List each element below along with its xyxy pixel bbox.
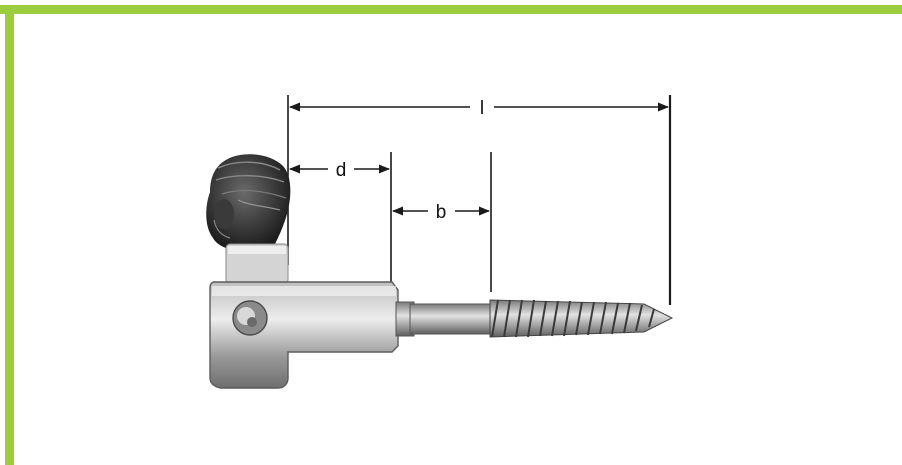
dimension-b-label: b xyxy=(436,202,447,223)
dimension-d: d xyxy=(288,160,391,181)
l-plate xyxy=(209,281,399,389)
extension-lines xyxy=(287,95,672,305)
dimension-b: b xyxy=(391,202,491,223)
frame-top-border xyxy=(0,5,902,14)
dimension-d-label: d xyxy=(336,160,347,181)
dimension-l: l xyxy=(288,98,670,119)
figurine-head xyxy=(206,154,291,251)
frame-left-border xyxy=(5,5,14,465)
dimension-l-label: l xyxy=(480,98,484,119)
screw-shank xyxy=(395,299,674,338)
hanger-bolt-with-figure-head-icon xyxy=(206,154,674,389)
